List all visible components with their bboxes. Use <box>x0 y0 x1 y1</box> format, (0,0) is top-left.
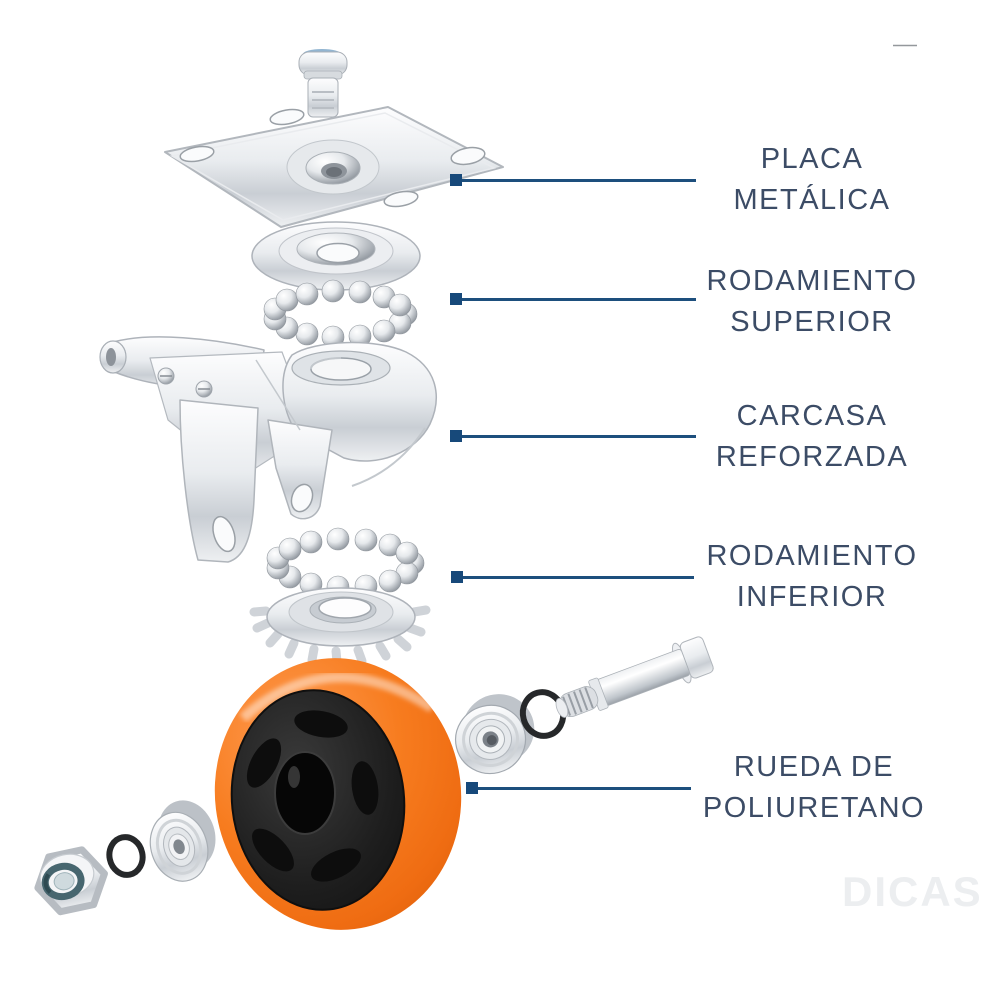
leader-placa-metalica <box>450 174 696 186</box>
leader-line <box>462 178 696 182</box>
leader-marker-square <box>466 782 478 794</box>
label-rueda-poliuretano: RUEDA DE POLIURETANO <box>703 747 925 829</box>
watermark-text: DICAS <box>842 868 983 915</box>
label-line-1: RUEDA DE <box>733 751 895 783</box>
polyurethane-wheel-icon <box>214 658 462 930</box>
label-line-2: METÁLICA <box>733 184 891 216</box>
label-rodamiento-superior: RODAMIENTO SUPERIOR <box>706 261 917 343</box>
label-line-2: POLIURETANO <box>702 792 926 824</box>
lower-ball-bearing-icon <box>266 527 425 599</box>
leader-line <box>478 786 691 790</box>
label-carcasa-reforzada: CARCASA REFORZADA <box>716 396 908 478</box>
lock-nut-icon <box>34 846 108 916</box>
leader-marker-square <box>450 174 462 186</box>
upper-ball-bearing-icon <box>263 279 418 349</box>
metal-plate-icon <box>164 106 504 228</box>
leader-rodamiento-inferior <box>451 571 694 583</box>
label-line-1: RODAMIENTO <box>706 265 918 297</box>
axle-bolt-icon <box>555 636 714 718</box>
bearing-cup-washer-icon <box>251 221 421 291</box>
kingpin-bolt-icon <box>298 49 348 118</box>
leader-marker-square <box>451 571 463 583</box>
background-frame-lines <box>276 44 956 952</box>
wheel-bearing-left-icon <box>149 800 216 882</box>
label-placa-metalica: PLACA METÁLICA <box>733 139 890 221</box>
label-line-2: REFORZADA <box>715 441 909 473</box>
leader-rueda-poliuretano <box>466 782 691 794</box>
leader-line <box>462 434 696 438</box>
leader-marker-square <box>450 293 462 305</box>
leader-carcasa-reforzada <box>450 430 696 442</box>
label-line-1: RODAMIENTO <box>706 540 918 572</box>
leader-rodamiento-superior <box>450 293 696 305</box>
label-line-2: SUPERIOR <box>730 306 894 338</box>
leader-line <box>463 575 694 579</box>
label-line-1: PLACA <box>760 143 864 175</box>
label-line-2: INFERIOR <box>736 581 888 613</box>
wheel-hub-icon <box>230 689 406 911</box>
label-rodamiento-inferior: RODAMIENTO INFERIOR <box>706 536 917 618</box>
serrated-washer-icon <box>249 587 431 667</box>
leader-marker-square <box>450 430 462 442</box>
label-line-1: CARCASA <box>736 400 888 432</box>
axle-bearing-right-icon <box>455 694 535 775</box>
leader-line <box>462 297 696 301</box>
swivel-housing-icon <box>99 336 437 563</box>
o-ring-left-icon <box>106 834 146 878</box>
